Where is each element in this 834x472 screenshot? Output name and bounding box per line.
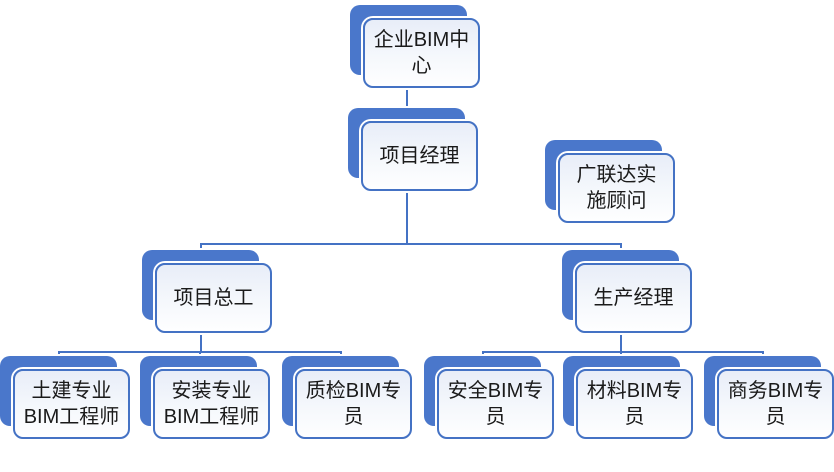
node-label: 土建专业 BIM工程师 bbox=[23, 380, 120, 428]
node-label: 安全BIM专 员 bbox=[447, 380, 544, 428]
node-project-chief-engineer: 项目总工 bbox=[142, 250, 272, 333]
node-box: 商务BIM专 员 bbox=[717, 369, 834, 439]
connector-right-crossbar bbox=[482, 351, 763, 353]
node-label: 项目总工 bbox=[173, 287, 254, 309]
node-box: 材料BIM专 员 bbox=[576, 369, 693, 439]
node-installation-bim-engineer: 安装专业 BIM工程师 bbox=[140, 356, 270, 439]
node-glodon-consultant: 广联达实 施顾问 bbox=[545, 140, 675, 223]
node-box: 安装专业 BIM工程师 bbox=[153, 369, 270, 439]
node-label: 商务BIM专 员 bbox=[727, 380, 824, 428]
node-label: 项目经理 bbox=[379, 145, 460, 167]
node-label: 生产经理 bbox=[593, 287, 674, 309]
connector-pm-trunk bbox=[406, 186, 408, 244]
node-label: 材料BIM专 员 bbox=[586, 380, 683, 428]
node-production-manager: 生产经理 bbox=[562, 250, 692, 333]
node-box: 项目经理 bbox=[361, 121, 478, 191]
connector-level2-crossbar bbox=[200, 243, 621, 245]
node-box: 企业BIM中 心 bbox=[363, 18, 480, 88]
node-civil-bim-engineer: 土建专业 BIM工程师 bbox=[0, 356, 130, 439]
connector-chief-trunk bbox=[200, 322, 202, 353]
node-box: 项目总工 bbox=[155, 263, 272, 333]
node-safety-bim-specialist: 安全BIM专 员 bbox=[424, 356, 554, 439]
node-enterprise-bim-center: 企业BIM中 心 bbox=[350, 5, 480, 88]
node-business-bim-specialist: 商务BIM专 员 bbox=[704, 356, 834, 439]
node-project-manager: 项目经理 bbox=[348, 108, 478, 191]
connector-prod-trunk bbox=[620, 322, 622, 353]
node-box: 质检BIM专 员 bbox=[295, 369, 412, 439]
node-box: 土建专业 BIM工程师 bbox=[13, 369, 130, 439]
node-label: 企业BIM中 心 bbox=[373, 29, 470, 77]
node-material-bim-specialist: 材料BIM专 员 bbox=[563, 356, 693, 439]
node-label: 质检BIM专 员 bbox=[305, 380, 402, 428]
node-box: 安全BIM专 员 bbox=[437, 369, 554, 439]
node-box: 广联达实 施顾问 bbox=[558, 153, 675, 223]
node-label: 安装专业 BIM工程师 bbox=[163, 380, 260, 428]
node-box: 生产经理 bbox=[575, 263, 692, 333]
connector-root-to-pm bbox=[406, 76, 408, 122]
node-quality-bim-specialist: 质检BIM专 员 bbox=[282, 356, 412, 439]
node-label: 广联达实 施顾问 bbox=[576, 164, 657, 212]
